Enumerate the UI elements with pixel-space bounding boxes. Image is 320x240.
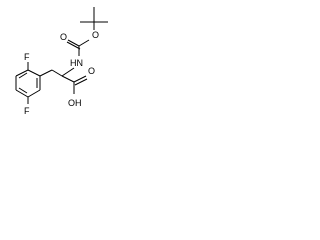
bond-calpha-cbeta — [51, 69, 63, 77]
boc-carbonyl-group — [66, 39, 90, 56]
atom-o-acid: O — [88, 66, 95, 76]
atom-f-top: F — [24, 52, 30, 62]
bond-calpha-ccarboxyl — [61, 75, 75, 83]
bond-o-c-ester — [78, 39, 90, 47]
ring-bond-5 — [27, 89, 41, 98]
atom-o-ester: O — [92, 30, 99, 40]
bond-c-o-double-2 — [66, 41, 81, 50]
tert-butyl-group — [80, 7, 108, 30]
atom-oh: OH — [68, 98, 82, 108]
atom-f-bottom: F — [24, 106, 30, 116]
bond-n-calpha — [61, 67, 75, 77]
ring-double-bond-b — [18, 72, 28, 79]
ring-bond-4 — [15, 89, 29, 98]
ring-bond-2 — [15, 69, 29, 77]
ring-bond-1 — [27, 69, 41, 77]
difluorophenyl-ring — [15, 69, 41, 98]
bond-c-o-acid-2 — [74, 78, 88, 86]
structure-diagram: O O HN F F O OH — [15, 7, 108, 116]
atom-o-carbonyl: O — [60, 32, 67, 42]
bond-c-o-double-1 — [67, 39, 80, 47]
bond-c-o-acid-1 — [73, 75, 87, 83]
bond-cbeta-cgamma — [39, 69, 53, 77]
ring-double-bond-c — [18, 87, 28, 94]
backbone — [39, 67, 88, 94]
atom-nh: HN — [70, 58, 83, 68]
